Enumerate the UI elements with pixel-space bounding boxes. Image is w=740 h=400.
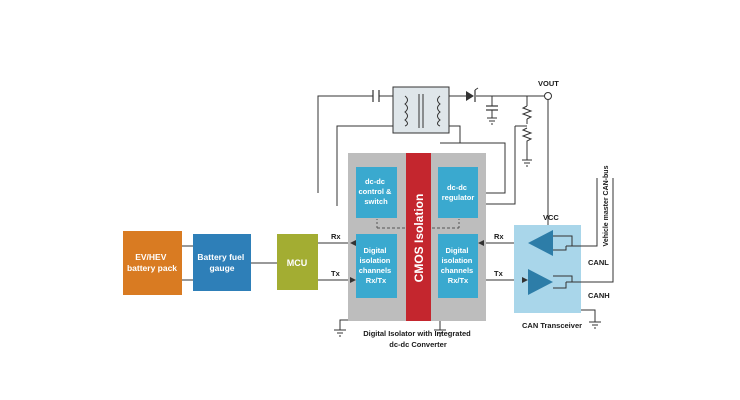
iso-right-label: Digital isolation channels Rx/Tx <box>441 246 476 285</box>
dcdc-regulator-label: dc-dc regulator <box>442 183 475 202</box>
ground-icon <box>487 117 497 125</box>
output-capacitor-icon <box>486 105 498 111</box>
mcu-label: MCU <box>287 258 308 268</box>
canh-label: CANH <box>588 291 610 300</box>
ground-icon <box>589 321 601 329</box>
can-transceiver-label: CAN Transceiver <box>522 321 582 330</box>
driver-amp-icon <box>528 269 553 295</box>
ground-icon <box>434 329 446 337</box>
vout-label: VOUT <box>538 79 559 88</box>
mcu-block <box>277 234 318 290</box>
fuel-gauge-label: Battery fuel gauge <box>197 252 246 273</box>
input-capacitor-icon <box>372 90 380 102</box>
transformer-housing <box>392 86 450 134</box>
receiver-amp-icon <box>528 230 553 256</box>
signal-arrows <box>350 240 528 283</box>
ground-icon <box>522 159 532 167</box>
ground-icon <box>334 329 346 337</box>
vcc-label: VCC <box>543 213 559 222</box>
fuel-gauge-block <box>193 234 251 291</box>
iso-left-block <box>356 234 397 298</box>
rx-left-label: Rx <box>331 232 341 241</box>
dcdc-control-label: dc-dc control & switch <box>358 177 393 206</box>
can-bus-label: Vehicle master CAN-bus <box>603 165 610 246</box>
iso-right-block <box>438 234 478 298</box>
isolation-barrier <box>406 153 431 321</box>
dcdc-control-block <box>356 167 397 218</box>
tx-left-label: Tx <box>331 269 341 278</box>
iso-left-label: Digital isolation channels Rx/Tx <box>359 246 394 285</box>
vout-terminal <box>544 92 552 100</box>
battery-pack-label: EV/HEV battery pack <box>127 252 177 273</box>
rx-right-label: Rx <box>494 232 504 241</box>
canl-label: CANL <box>588 258 609 267</box>
divider-resistor-icon <box>521 105 533 153</box>
battery-pack-block <box>123 231 182 295</box>
isolator-caption: Digital Isolator with Integrated dc-dc C… <box>363 329 473 349</box>
transformer-icon <box>404 94 441 128</box>
dcdc-regulator-block <box>438 167 478 218</box>
isolation-barrier-label: CMOS Isolation <box>412 194 426 283</box>
rectifier-diode-icon <box>466 87 479 102</box>
tx-right-label: Tx <box>494 269 504 278</box>
transceiver-internal-wiring <box>553 235 581 289</box>
